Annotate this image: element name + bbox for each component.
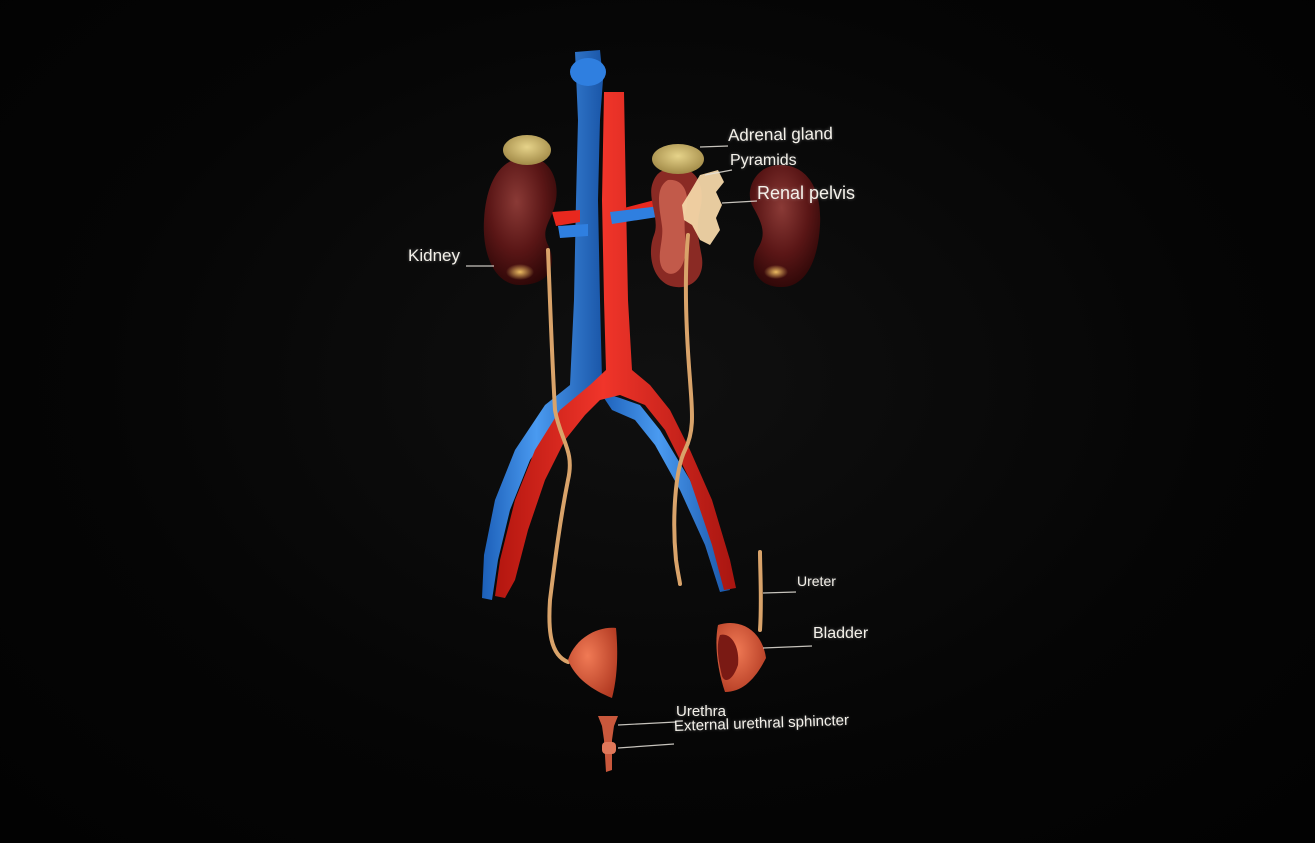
ureters — [546, 233, 763, 664]
label-bladder: Bladder — [813, 625, 869, 642]
right-adrenal-gland — [652, 144, 704, 174]
bladder — [568, 623, 766, 698]
label-pyramids: Pyramids — [730, 152, 797, 169]
left-adrenal-gland — [503, 135, 551, 165]
label-kidney: Kidney — [408, 246, 460, 265]
left-kidney — [483, 157, 557, 285]
vena-cava — [482, 50, 730, 600]
label-urethra: Urethra — [676, 703, 727, 720]
label-renal-pelvis: Renal pelvis — [757, 183, 856, 203]
right-kidney — [749, 165, 821, 288]
renal-pelvis — [682, 170, 724, 245]
leader-lines — [466, 145, 813, 749]
aorta — [495, 92, 736, 598]
label-adrenal-gland: Adrenal gland — [727, 124, 834, 145]
external-urethral-sphincter — [602, 742, 616, 754]
urethra — [598, 716, 618, 772]
label-ureter: Ureter — [797, 573, 836, 589]
